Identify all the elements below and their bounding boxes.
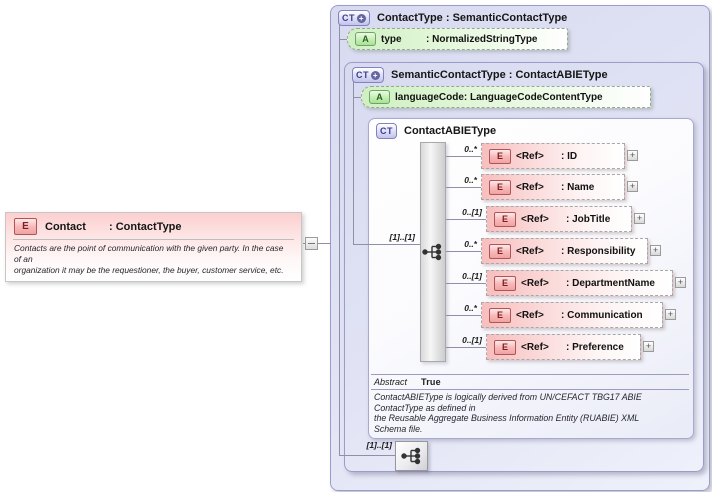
- element-type: : ID: [561, 150, 578, 162]
- semanticcontacttype-header[interactable]: CT+ SemanticContactType : ContactABIETyp…: [352, 67, 608, 83]
- contactabietype-annotation: ContactABIEType is logically derived fro…: [374, 392, 642, 435]
- plus-badge-icon: +: [371, 70, 380, 80]
- cardinality-label: 0..[1]: [462, 271, 482, 281]
- element-connector-line: [446, 251, 481, 252]
- element-icon: E: [494, 211, 516, 227]
- element-name: <Ref>: [516, 150, 544, 162]
- facet-divider: [371, 374, 689, 375]
- element-type: : Name: [561, 181, 595, 193]
- complextype-derived-icon: CT+: [352, 67, 384, 83]
- element-connector-line: [446, 187, 481, 188]
- expand-button[interactable]: [627, 150, 638, 161]
- attribute-type: : LanguageCodeContentType: [463, 91, 603, 103]
- expand-button[interactable]: [634, 213, 645, 224]
- cardinality-label: [1]..[1]: [389, 232, 416, 242]
- contact-type: : ContactType: [109, 220, 182, 233]
- abstract-value: True: [421, 377, 441, 387]
- element-connector-line: [446, 315, 481, 316]
- expand-button[interactable]: [675, 277, 686, 288]
- sequence-icon: [400, 447, 420, 465]
- cardinality-label: 0..*: [464, 175, 477, 185]
- contactabietype-title: ContactABIEType: [404, 125, 497, 137]
- element-type: : Communication: [561, 309, 643, 321]
- contact-header: E Contact : ContactType: [14, 218, 182, 235]
- cardinality-label: 0..*: [464, 239, 477, 249]
- element-ref-box[interactable]: E <Ref> : Communication: [481, 302, 663, 328]
- attribute-type-box[interactable]: A type : NormalizedStringType: [347, 28, 568, 50]
- complextype-derived-icon: CT+: [338, 10, 370, 26]
- element-name: <Ref>: [516, 309, 544, 321]
- element-icon: E: [494, 275, 516, 291]
- element-connector-line: [446, 219, 486, 220]
- element-ref-box[interactable]: E <Ref> : ID: [481, 143, 625, 169]
- type-attr-connector-line: [339, 39, 348, 40]
- divider: [13, 239, 294, 240]
- cardinality-label: 0..*: [464, 144, 477, 154]
- attribute-type: : NormalizedStringType: [426, 33, 538, 45]
- element-ref-box[interactable]: E <Ref> : Responsibility: [481, 238, 648, 264]
- element-icon: E: [494, 339, 516, 355]
- languagecode-connector-line: [353, 97, 362, 98]
- element-ref-box[interactable]: E <Ref> : DepartmentName: [486, 270, 673, 296]
- global-element-contact-box[interactable]: E Contact : ContactType Contacts are the…: [5, 212, 302, 282]
- attribute-name: type: [381, 33, 402, 45]
- cardinality-label: 0..[1]: [462, 207, 482, 217]
- collapse-connector[interactable]: [305, 237, 318, 250]
- facet-divider: [371, 389, 689, 390]
- expand-button[interactable]: [665, 309, 676, 320]
- attribute-icon: A: [369, 90, 390, 104]
- element-type: : Responsibility: [561, 245, 636, 257]
- contact-annotation: Contacts are the point of communication …: [14, 243, 284, 275]
- abstract-label: Abstract: [374, 377, 408, 387]
- element-name: <Ref>: [521, 341, 549, 353]
- element-icon: E: [489, 148, 511, 164]
- element-connector-line: [446, 156, 481, 157]
- element-icon: E: [489, 179, 511, 195]
- contactabietype-header[interactable]: CT ContactABIEType: [376, 123, 496, 139]
- element-type: : JobTitle: [566, 213, 611, 225]
- element-name: <Ref>: [516, 181, 544, 193]
- element-ref-box[interactable]: E <Ref> : JobTitle: [486, 206, 632, 232]
- cardinality-label: [1]..[1]: [366, 440, 393, 450]
- attribute-languagecode-box[interactable]: A languageCode : LanguageCodeContentType: [361, 86, 651, 108]
- expand-button[interactable]: [627, 181, 638, 192]
- element-ref-box[interactable]: E <Ref> : Preference: [486, 334, 641, 360]
- element-type: : Preference: [566, 341, 624, 353]
- cardinality-label: 0..[1]: [462, 335, 482, 345]
- expand-button[interactable]: [650, 245, 661, 256]
- semanticcontacttype-title: SemanticContactType : ContactABIEType: [391, 69, 608, 81]
- abstract-facet-row: Abstract True: [374, 377, 441, 387]
- element-ref-box[interactable]: E <Ref> : Name: [481, 174, 625, 200]
- cardinality-label: 0..*: [464, 303, 477, 313]
- plus-badge-icon: +: [357, 13, 366, 23]
- element-name: <Ref>: [521, 277, 549, 289]
- attribute-name: languageCode: [395, 91, 464, 103]
- sequence-icon[interactable]: [422, 243, 444, 266]
- bottom-sequence-connector-line: [339, 455, 396, 456]
- element-icon: E: [489, 243, 511, 259]
- complextype-icon: CT: [376, 123, 397, 139]
- element-name: <Ref>: [516, 245, 544, 257]
- element-icon: E: [14, 218, 37, 235]
- contacttype-header[interactable]: CT+ ContactType : SemanticContactType: [338, 10, 567, 26]
- semantic-spine-line: [353, 82, 354, 244]
- element-name: <Ref>: [521, 213, 549, 225]
- element-connector-line: [446, 347, 486, 348]
- attribute-icon: A: [355, 32, 376, 46]
- element-type: : DepartmentName: [566, 277, 655, 289]
- expand-button[interactable]: [643, 341, 654, 352]
- contacttype-spine-line: [339, 25, 340, 455]
- contact-name: Contact: [45, 220, 86, 233]
- element-connector-line: [446, 283, 486, 284]
- sequence-model-button[interactable]: [395, 441, 428, 471]
- element-icon: E: [489, 307, 511, 323]
- sequence-connector-line: [353, 244, 420, 245]
- contacttype-title: ContactType : SemanticContactType: [377, 12, 568, 24]
